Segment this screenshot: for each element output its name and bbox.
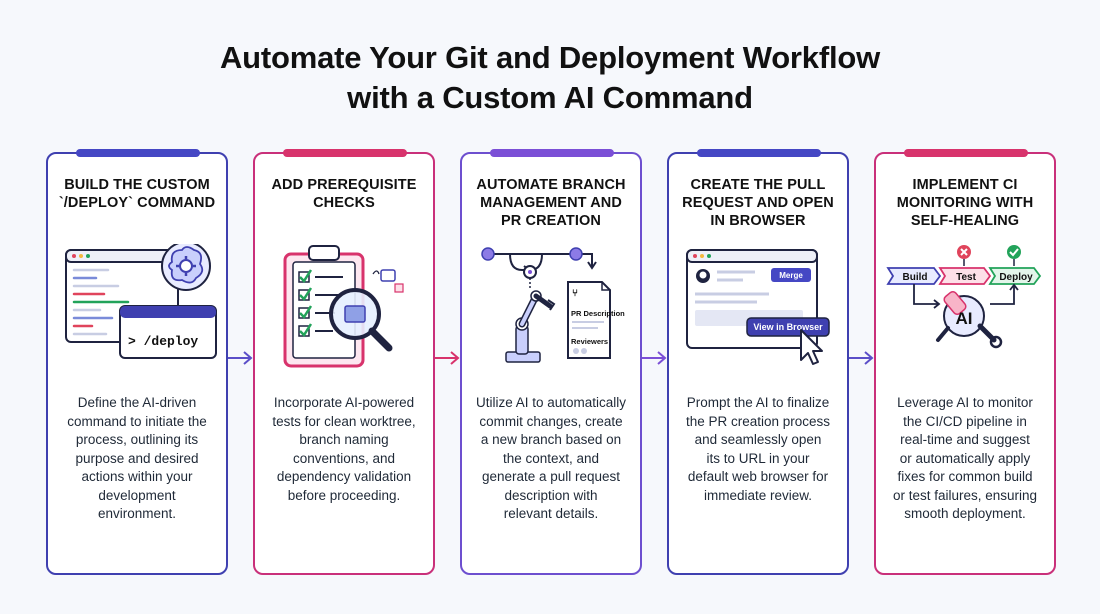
terminal-brain-icon: > /deploy xyxy=(65,244,217,359)
step-description: Utilize AI to automatically commit chang… xyxy=(475,395,627,521)
card-tab xyxy=(904,149,1028,157)
step-heading: BUILD THE CUSTOM `/DEPLOY` COMMAND xyxy=(58,177,216,211)
step-card-pull-request: CREATE THE PULL REQUEST AND OPEN IN BROW… xyxy=(667,149,849,575)
step-card-ci-monitoring: IMPLEMENT CI MONITORING WITH SELF-HEALIN… xyxy=(874,149,1056,575)
pr-description-label: PR Description xyxy=(571,309,625,318)
title-line-1: Automate Your Git and Deployment Workflo… xyxy=(219,40,881,75)
step-heading: CREATE THE PULL REQUEST AND OPEN IN BROW… xyxy=(682,177,834,229)
flow-arrow-icon xyxy=(435,351,460,365)
flow-arrow-icon xyxy=(642,351,667,365)
card-tab xyxy=(697,149,821,157)
browser-pr-icon: Merge View in Browser xyxy=(686,249,830,365)
step-description: Leverage AI to monitor the CI/CD pipelin… xyxy=(892,395,1038,521)
step-card-build-command: BUILD THE CUSTOM `/DEPLOY` COMMAND xyxy=(46,149,228,575)
card-tab xyxy=(76,149,200,157)
step-heading: IMPLEMENT CI MONITORING WITH SELF-HEALIN… xyxy=(896,177,1034,229)
test-stage-label: Test xyxy=(956,272,976,283)
step-description: Incorporate AI-powered tests for clean w… xyxy=(272,395,416,503)
deploy-stage-label: Deploy xyxy=(999,272,1033,283)
card-tab xyxy=(490,149,614,157)
build-stage-label: Build xyxy=(903,272,928,283)
clipboard-checklist-magnifier-icon xyxy=(283,245,404,368)
step-heading: AUTOMATE BRANCH MANAGEMENT AND PR CREATI… xyxy=(476,177,626,229)
view-in-browser-label: View in Browser xyxy=(753,322,823,332)
svg-text:⑂: ⑂ xyxy=(572,289,578,300)
step-card-branch-management: AUTOMATE BRANCH MANAGEMENT AND PR CREATI… xyxy=(460,149,642,575)
step-description: Prompt the AI to finalize the PR creatio… xyxy=(685,395,831,503)
step-description: Define the AI-driven command to initiate… xyxy=(67,395,207,521)
card-tab xyxy=(283,149,407,157)
terminal-command-text: > /deploy xyxy=(128,334,198,349)
flow-arrow-icon xyxy=(849,351,874,365)
ai-badge-label: AI xyxy=(956,309,973,328)
page-title: Automate Your Git and Deployment Workflo… xyxy=(0,38,1100,118)
flow-arrow-icon xyxy=(228,351,253,365)
title-line-2: with a Custom AI Command xyxy=(347,80,753,115)
step-card-prerequisite-checks: ADD PREREQUISITE CHECKS Incorporate AI-p… xyxy=(253,149,435,575)
pipeline-ai-repair-icon: Build Test Deploy AI xyxy=(886,245,1042,349)
reviewers-label: Reviewers xyxy=(571,337,608,346)
branch-robot-arm-icon: ⑂ PR Description Reviewers xyxy=(481,247,625,363)
step-heading: ADD PREREQUISITE CHECKS xyxy=(271,177,417,211)
merge-label: Merge xyxy=(779,271,803,280)
